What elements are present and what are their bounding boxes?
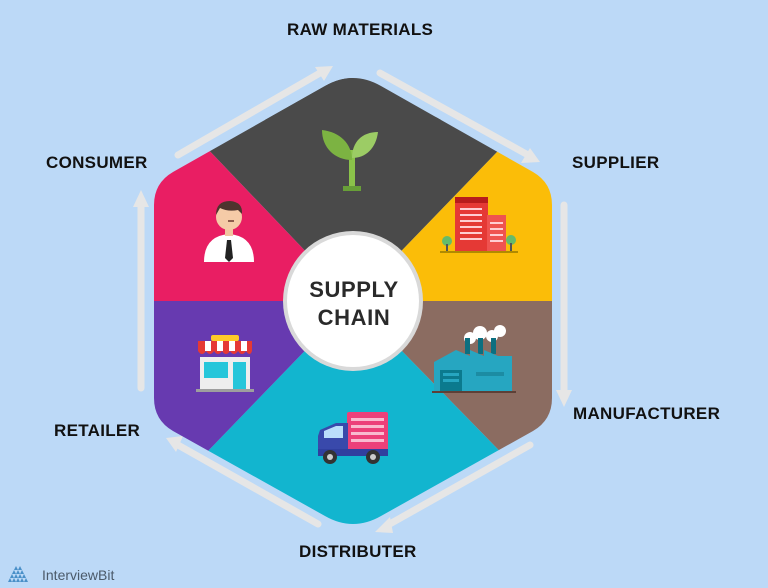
label-manufacturer: MANUFACTURER [573, 404, 721, 423]
label-distributer: DISTRIBUTER [299, 542, 417, 561]
brand-watermark: InterviewBit [6, 566, 114, 584]
arrow-head-consumer [133, 190, 149, 207]
center-label-line2: CHAIN [317, 305, 391, 330]
brand-name: InterviewBit [42, 567, 115, 583]
building-icon [440, 197, 518, 253]
label-raw-materials: RAW MATERIALS [287, 20, 434, 39]
label-retailer: RETAILER [54, 421, 141, 440]
arrow-head-distributer [375, 517, 393, 533]
arrow-heads [133, 66, 572, 533]
arrow-head-supplier [521, 148, 540, 163]
center-label: SUPPLY CHAIN [294, 276, 414, 332]
label-consumer: CONSUMER [46, 153, 148, 172]
center-circle [287, 235, 419, 367]
arrow-head-retailer [166, 436, 183, 452]
label-supplier: SUPPLIER [572, 153, 660, 172]
interviewbit-logo-icon [8, 566, 28, 582]
arrow-head-raw [315, 66, 333, 81]
person-icon [204, 201, 254, 262]
arrow-distributer-to-retailer [174, 441, 322, 528]
arrow-raw-to-supplier [376, 69, 532, 159]
arrow-manufacturer-to-distributer [384, 441, 534, 529]
arrow-consumer-to-raw [174, 69, 324, 159]
truck-icon [318, 412, 388, 464]
shop-icon [196, 335, 254, 392]
cycle-arrows [137, 69, 568, 529]
factory-icon [432, 325, 516, 393]
plant-icon [322, 130, 378, 191]
center-label-line1: SUPPLY [309, 277, 399, 302]
arrow-head-manufacturer [556, 390, 572, 407]
